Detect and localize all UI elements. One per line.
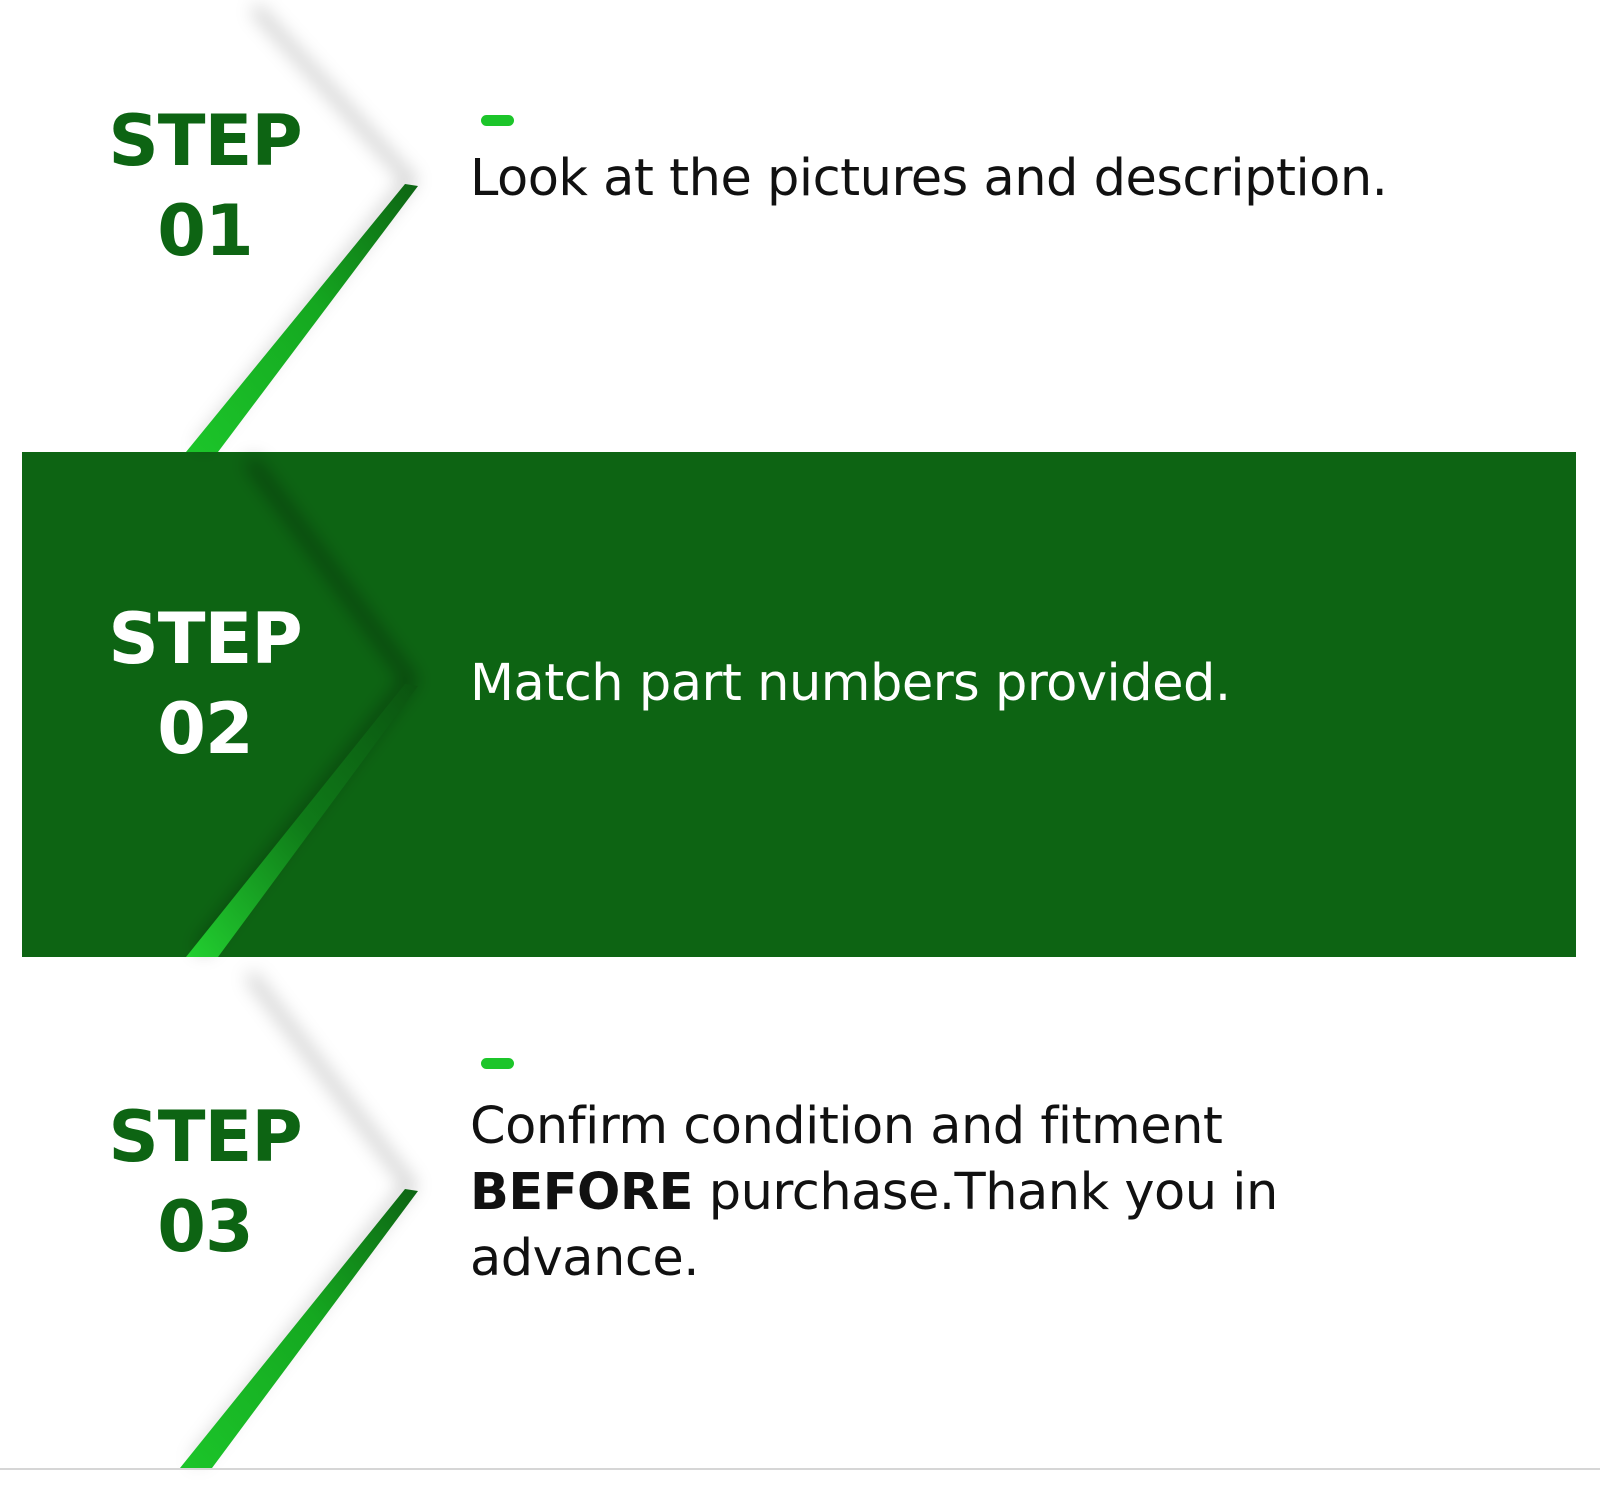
step-02-band <box>22 452 1576 957</box>
step-03-text: Confirm condition and fitment BEFORE pur… <box>470 1094 1370 1292</box>
step-03-text-strong: BEFORE <box>470 1163 694 1222</box>
step-03-text-part1: Confirm condition and fitment <box>470 1097 1223 1156</box>
step-01-number: 01 <box>157 190 253 272</box>
step-02-word: STEP <box>108 598 302 680</box>
step-02-text: Match part numbers provided. <box>470 654 1231 713</box>
step-03-label: STEP 03 <box>60 1092 350 1272</box>
step-01-accent-dash <box>481 115 514 126</box>
step-01-word: STEP <box>108 100 302 182</box>
step-02-chevron <box>186 456 418 957</box>
step-02-number: 02 <box>157 688 253 770</box>
step-03-chevron <box>180 971 418 1468</box>
step-01-chevron <box>186 4 418 452</box>
step-02-label: STEP 02 <box>60 594 350 774</box>
step-03-word: STEP <box>108 1096 302 1178</box>
step-03-accent-dash <box>481 1058 514 1069</box>
step-01-label: STEP 01 <box>60 96 350 276</box>
step-01-text: Look at the pictures and description. <box>470 149 1388 208</box>
step-03-text-part2: purchase.Thank you in advance. <box>470 1163 1278 1288</box>
step-03-number: 03 <box>157 1186 253 1268</box>
